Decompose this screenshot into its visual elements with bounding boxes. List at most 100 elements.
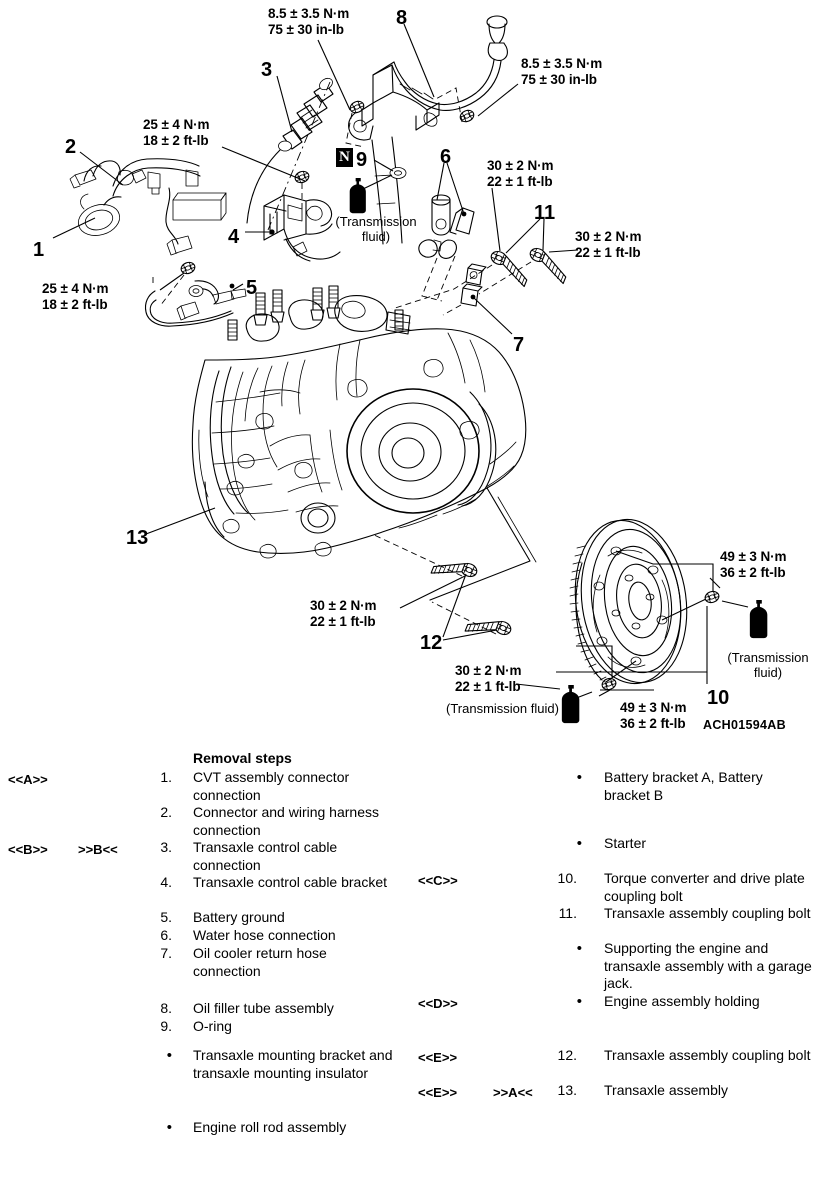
torque-value-imperial: 22 ± 1 ft-lb [575,244,641,260]
step-text: Battery ground [193,909,285,925]
torque-spec-water-hose: 30 ± 2 N·m 22 ± 1 ft-lb [487,158,554,189]
torque-value-imperial: 36 ± 2 ft-lb [720,564,786,580]
torque-value-imperial: 18 ± 2 ft-lb [42,296,108,312]
step-index: 1. [160,769,172,785]
step-text: Oil cooler return hose connection [193,945,327,979]
step-index: 6. [160,927,172,943]
torque-spec-drive-plate-b: 49 ± 3 N·m 36 ± 2 ft-lb [620,700,687,731]
step-bullet: • [576,940,582,957]
step-text: Transaxle assembly [604,1082,728,1098]
mark-a: <<D>> [418,996,458,1011]
callout-11: 11 [534,202,556,224]
callout-5: 5 [246,277,258,299]
torque-spec-coupling-12b: 30 ± 2 N·m 22 ± 1 ft-lb [455,663,522,694]
step-index: 9. [160,1018,172,1034]
part-drive-plate [556,518,721,692]
step-bullet: • [576,835,582,852]
mark-b: >>B<< [78,842,118,857]
transmission-fluid-icon-2 [749,600,768,639]
torque-spec-drive-plate-a: 49 ± 3 N·m 36 ± 2 ft-lb [720,549,787,580]
step-text: Transaxle control cable connection [193,839,338,873]
step-text: Supporting the engine and transaxle asse… [604,940,812,991]
step-text: Transaxle assembly coupling bolt [604,1047,811,1063]
torque-spec-oil-filler-left: 8.5 ± 3.5 N·m 75 ± 30 in-lb [268,6,349,37]
mark-b: >>A<< [493,1085,533,1100]
removal-steps-heading: Removal steps [193,750,292,766]
step-text: Connector and wiring harness connection [193,804,379,838]
step-text: Transaxle mounting bracket and transaxle… [193,1047,393,1081]
leader-lines [52,23,749,703]
step-text: O-ring [193,1018,232,1034]
callout-1: 1 [33,239,45,261]
torque-value-nm: 30 ± 2 N·m [310,598,377,613]
new-part-badge: N [336,148,353,167]
torque-value-nm: 49 ± 3 N·m [620,700,687,715]
step-bullet: • [166,1047,172,1064]
step-index: 4. [160,874,172,890]
transmission-fluid-label-1: (Transmission fluid) [335,214,417,244]
callout-2: 2 [65,136,77,158]
step-text: Transaxle control cable bracket [193,874,388,890]
torque-value-nm: 8.5 ± 3.5 N·m [268,6,350,21]
step-index: 10. [557,870,577,886]
torque-spec-coupling-upper: 30 ± 2 N·m 22 ± 1 ft-lb [575,229,642,260]
step-text: Water hose connection [193,927,336,943]
part-oil-cooler-hose [442,263,487,316]
part-coupling-bolts-11 [391,245,573,310]
mark-a: <<B>> [8,842,48,857]
torque-value-imperial: 75 ± 30 in-lb [268,21,344,37]
part-coupling-bolts-12 [371,533,514,648]
torque-spec-harness-upper: 25 ± 4 N·m 18 ± 2 ft-lb [143,117,210,148]
torque-value-imperial: 75 ± 30 in-lb [521,71,597,87]
transmission-fluid-label-2: (Transmission fluid) [727,650,809,680]
step-text: Battery bracket A, Battery bracket B [604,769,763,803]
transaxle-assembly-line-art: .ln { fill:none; stroke:#000; stroke-wid… [52,15,768,724]
callout-6: 6 [440,146,452,168]
step-bullet: • [576,769,582,786]
part-wiring-harness [69,158,234,327]
part-battery-ground [159,259,247,307]
torque-value-imperial: 22 ± 1 ft-lb [310,613,376,629]
part-water-hose [418,194,475,302]
transmission-fluid-icon-1 [349,178,366,214]
transmission-fluid-label-3: (Transmission fluid) [446,701,559,716]
step-text: Starter [604,835,647,851]
removal-steps-section: Removal steps <<A>> 1. CVT assembly conn… [0,745,817,1182]
step-index: 11. [558,905,577,921]
part-cable-bracket [263,194,341,262]
torque-value-nm: 25 ± 4 N·m [143,117,210,132]
step-index: 5. [160,909,172,925]
step-bullet: • [576,993,582,1010]
exploded-view-diagram: .ln { fill:none; stroke:#000; stroke-wid… [33,6,809,732]
part-transaxle-housing [191,285,537,601]
step-text: Transaxle assembly coupling bolt [604,905,811,921]
callout-8: 8 [396,7,408,29]
step-text: CVT assembly connector connection [193,769,350,803]
torque-value-nm: 30 ± 2 N·m [487,158,554,173]
mark-a: <<E>> [418,1085,458,1100]
step-index: 13. [557,1082,577,1098]
step-text: Engine assembly holding [604,993,760,1009]
step-index: 3. [160,839,172,855]
torque-spec-oil-filler-right: 8.5 ± 3.5 N·m 75 ± 30 in-lb [521,56,602,87]
torque-value-imperial: 22 ± 1 ft-lb [487,173,553,189]
torque-value-nm: 30 ± 2 N·m [455,663,522,678]
callout-10: 10 [707,687,730,709]
torque-spec-coupling-12a: 30 ± 2 N·m 22 ± 1 ft-lb [310,598,377,629]
torque-value-nm: 30 ± 2 N·m [575,229,642,244]
step-bullet: • [166,1119,172,1136]
step-index: 7. [160,945,172,961]
torque-value-nm: 8.5 ± 3.5 N·m [521,56,603,71]
part-oil-filler-tube [345,15,508,245]
torque-value-nm: 25 ± 4 N·m [42,281,109,296]
torque-value-imperial: 18 ± 2 ft-lb [143,132,209,148]
callout-4: 4 [228,226,240,248]
callout-13: 13 [126,527,149,549]
part-control-cable [246,77,334,231]
step-text: Torque converter and drive plate couplin… [604,870,805,904]
step-index: 2. [160,804,172,820]
callout-7: 7 [513,334,525,356]
step-index: 12. [557,1047,577,1063]
figure-reference-code: ACH01594AB [703,718,786,732]
part-o-ring [389,167,407,179]
